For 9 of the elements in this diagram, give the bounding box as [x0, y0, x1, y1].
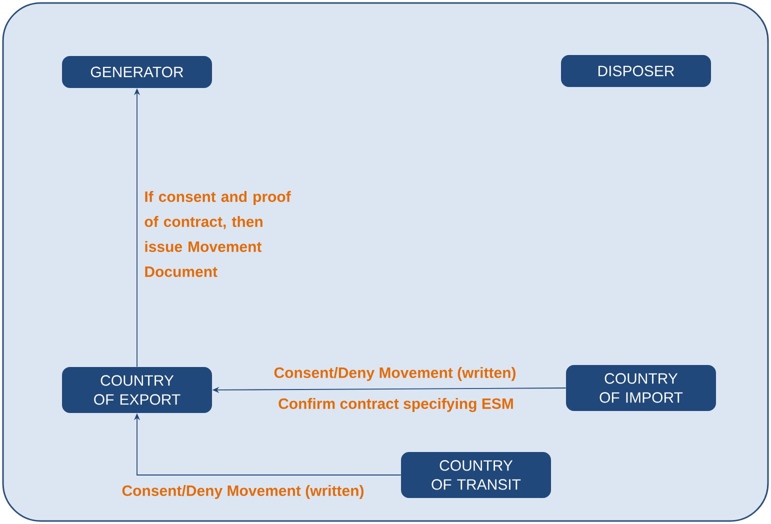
process-box: COUNTRY OF EXPORT: [62, 367, 212, 413]
process-box: GENERATOR: [62, 56, 212, 88]
note-text: Confirm contract specifying ESM: [277, 396, 515, 414]
edge-label: Consent/Deny Movement (written): [120, 484, 366, 500]
process-box: COUNTRY OF TRANSIT: [401, 452, 551, 498]
process-box: COUNTRY OF IMPORT: [566, 365, 716, 411]
edge-label: If consent and proof of contract, then issue Movement Document: [144, 191, 291, 277]
process-box: DISPOSER: [561, 55, 711, 87]
edge-label: Consent/Deny Movement (written): [272, 366, 518, 382]
